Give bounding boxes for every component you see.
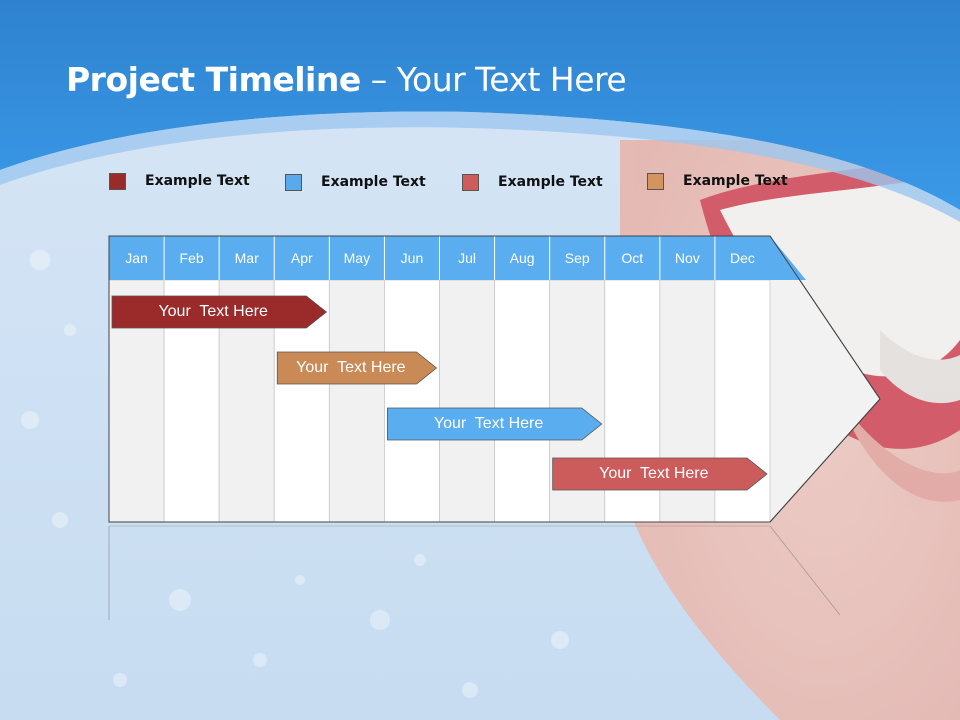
month-label: Jul: [458, 250, 476, 266]
legend-item: Example Text: [109, 171, 250, 191]
month-column: [494, 279, 551, 523]
month-column: [439, 279, 495, 523]
legend-item: Example Text: [285, 172, 426, 192]
slide-title: Project Timeline – Your Text Here: [66, 60, 627, 99]
month-label: Oct: [621, 250, 644, 266]
task-bar-label: Your Text Here: [433, 415, 544, 432]
month-label: Apr: [290, 250, 313, 266]
month-label: Nov: [674, 250, 700, 266]
legend-item: Example Text: [462, 172, 603, 192]
month-label: Mar: [234, 250, 259, 266]
month-label: Aug: [509, 250, 535, 266]
timeline-outline: [108, 235, 881, 523]
task-bar: [387, 407, 603, 441]
task-bar: [552, 457, 768, 491]
task-bar-label: Your Text Here: [158, 303, 268, 320]
month-label: Sep: [564, 250, 590, 266]
month-label: Jan: [125, 250, 148, 266]
legend-label: Example Text: [145, 173, 250, 189]
legend-swatch: [462, 173, 479, 191]
legend-label: Example Text: [683, 173, 788, 189]
month-column: [384, 279, 440, 523]
title-rest: – Your Text Here: [360, 60, 627, 99]
task-bar: [111, 295, 327, 329]
reflection-line: [769, 525, 841, 616]
task-bar-label: Your Text Here: [296, 359, 406, 376]
legend-swatch: [285, 173, 302, 191]
legend-item: Example Text: [647, 171, 788, 191]
legend-swatch: [109, 172, 126, 190]
month-label: Dec: [729, 250, 755, 266]
month-label: Jun: [400, 250, 424, 266]
month-header-tip: [770, 236, 806, 280]
legend-swatch: [647, 172, 664, 190]
month-column: [328, 279, 385, 523]
task-bar-label: Your Text Here: [599, 465, 709, 482]
title-bold: Project Timeline: [66, 60, 361, 99]
legend-label: Example Text: [498, 174, 603, 190]
month-label: May: [343, 250, 371, 266]
month-label: Feb: [179, 250, 204, 266]
legend-label: Example Text: [321, 174, 426, 190]
task-bar: [276, 351, 438, 385]
